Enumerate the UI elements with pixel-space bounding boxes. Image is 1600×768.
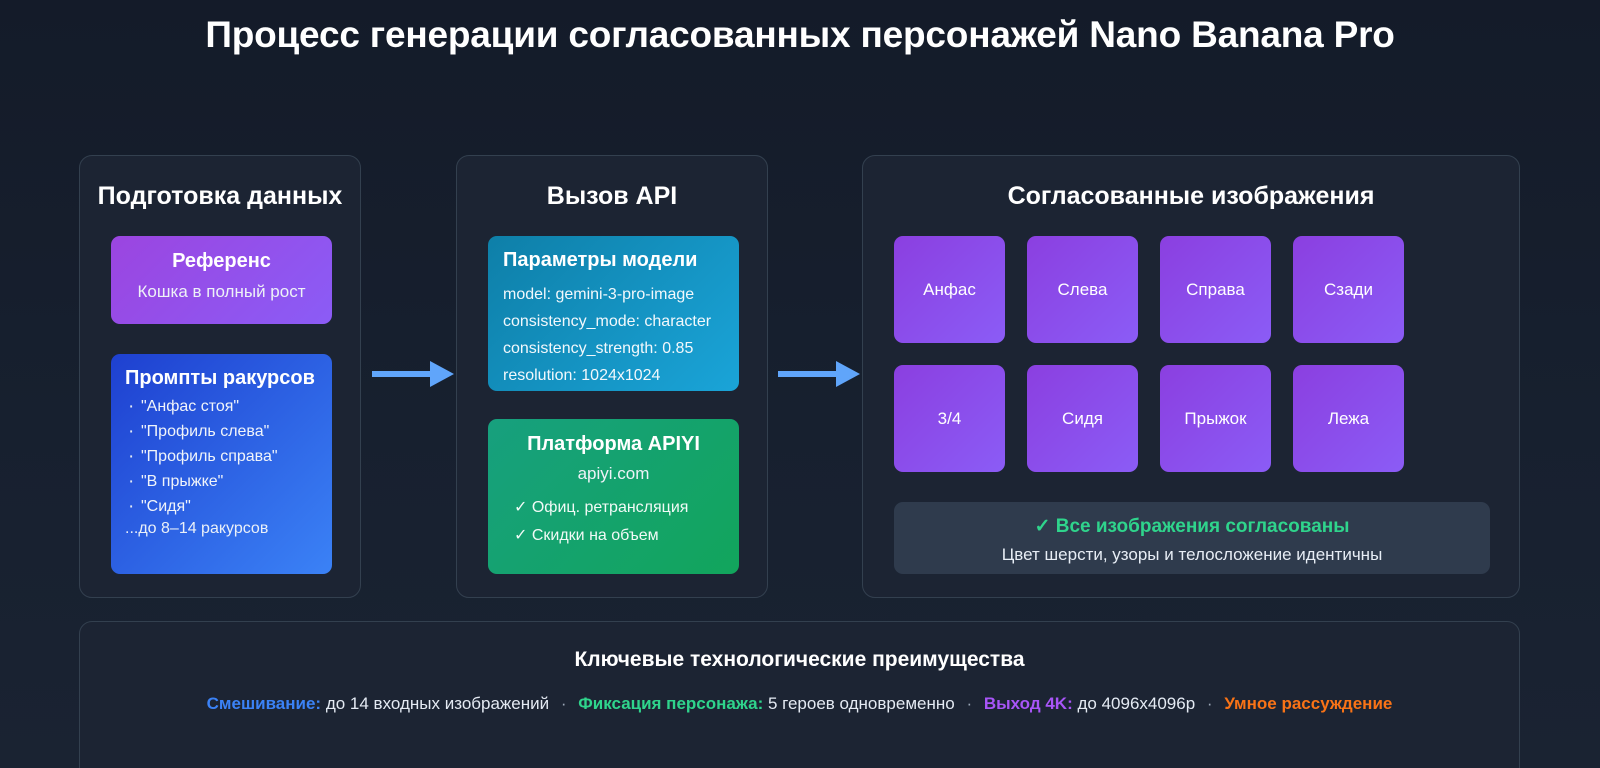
card-model-parameters-title: Параметры модели [503, 249, 698, 271]
card-prompts-title: Промпты ракурсов [125, 367, 315, 389]
panel-title-data-preparation: Подготовка данных [97, 182, 343, 210]
footer-title: Ключевые технологические преимущества [574, 648, 1025, 671]
image-tile[interactable]: Справа [1160, 236, 1271, 343]
panel-consistent-images: Согласованные изображения Анфас Слева Сп… [862, 155, 1520, 598]
panel-title-api-call: Вызов API [546, 182, 678, 210]
card-model-parameters: Параметры модели model: gemini-3-pro-ima… [488, 236, 739, 391]
panel-title-consistent-images: Согласованные изображения [1007, 182, 1375, 210]
status-headline: ✓ Все изображения согласованы [1034, 516, 1350, 537]
card-prompts: Промпты ракурсов "Анфас стоя" "Профиль с… [111, 354, 332, 574]
advantage-value-blending: до 14 входных изображений [325, 694, 550, 713]
param-line-resolution: resolution: 1024x1024 [503, 367, 661, 384]
card-apiyi-platform: Платформа APIYI apiyi.com ✓ Офиц. ретран… [488, 419, 739, 574]
arrow-shaft [372, 371, 432, 377]
image-tile[interactable]: Прыжок [1160, 365, 1271, 472]
card-reference-subtitle: Кошка в полный рост [137, 282, 306, 301]
apiyi-feature-item: ✓ Офиц. ретрансляция [514, 499, 689, 516]
list-item: "Анфас стоя" [128, 396, 332, 418]
param-line-model: model: gemini-3-pro-image [503, 286, 695, 303]
model-parameter-lines: model: gemini-3-pro-image consistency_mo… [488, 281, 739, 389]
card-reference-title: Референс [172, 250, 271, 272]
image-tile[interactable]: Сидя [1027, 365, 1138, 472]
apiyi-feature-item: ✓ Скидки на объем [514, 527, 659, 544]
status-badge: ✓ Все изображения согласованы Цвет шерст… [894, 502, 1490, 574]
apiyi-feature-list: ✓ Офиц. ретрансляция ✓ Скидки на объем [488, 494, 739, 550]
panel-api-call: Вызов API Параметры модели model: gemini… [456, 155, 768, 598]
arrow-prep-to-api [372, 361, 456, 387]
advantage-key-smart-reasoning: Умное рассуждение [1224, 694, 1393, 713]
arrow-head-icon [430, 361, 454, 387]
panel-key-advantages: Ключевые технологические преимущества См… [79, 621, 1520, 768]
advantage-value-character-lock: 5 героев одновременно [767, 694, 955, 713]
prompt-list-more: ...до 8–14 ракурсов [125, 520, 269, 537]
list-item: "Сидя" [128, 496, 332, 518]
list-item: "Профиль слева" [128, 421, 332, 443]
image-tile[interactable]: 3/4 [894, 365, 1005, 472]
advantage-value-4k-output: до 4096x4096p [1077, 694, 1196, 713]
arrow-shaft [778, 371, 838, 377]
param-line-consistency-strength: consistency_strength: 0.85 [503, 340, 694, 357]
param-line-consistency-mode: consistency_mode: character [503, 313, 712, 330]
list-item: "Профиль справа" [128, 446, 332, 468]
footer-separator: · [560, 694, 567, 713]
image-tile[interactable]: Лежа [1293, 365, 1404, 472]
advantage-key-character-lock: Фиксация персонажа: [578, 694, 764, 713]
footer-separator: · [966, 694, 973, 713]
image-grid: Анфас Слева Справа Сзади 3/4 Сидя Прыжок… [894, 236, 1490, 472]
prompt-list: "Анфас стоя" "Профиль слева" "Профиль сп… [111, 396, 332, 518]
card-reference: Референс Кошка в полный рост [111, 236, 332, 324]
footer-advantages-line: Смешивание: до 14 входных изображений · … [80, 694, 1519, 714]
list-item: "В прыжке" [128, 471, 332, 493]
card-apiyi-title: Платформа APIYI [527, 433, 700, 455]
status-detail: Цвет шерсти, узоры и телосложение иденти… [1001, 545, 1383, 564]
footer-separator: · [1206, 694, 1213, 713]
advantage-key-4k-output: Выход 4K: [983, 694, 1073, 713]
card-apiyi-domain: apiyi.com [577, 464, 650, 483]
arrow-api-to-output [778, 361, 862, 387]
page-title: Процесс генерации согласованных персонаж… [205, 14, 1395, 55]
image-tile[interactable]: Сзади [1293, 236, 1404, 343]
image-tile[interactable]: Анфас [894, 236, 1005, 343]
advantage-key-blending: Смешивание: [206, 694, 322, 713]
panel-data-preparation: Подготовка данных Референс Кошка в полны… [79, 155, 361, 598]
arrow-head-icon [836, 361, 860, 387]
image-tile[interactable]: Слева [1027, 236, 1138, 343]
